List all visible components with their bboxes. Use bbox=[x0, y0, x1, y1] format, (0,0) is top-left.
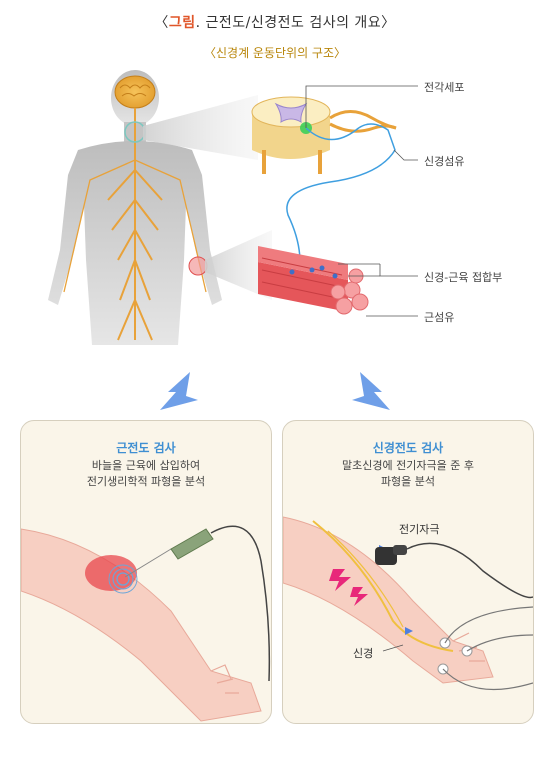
recording-cables bbox=[442, 606, 533, 691]
arrow-down-left-icon bbox=[160, 372, 198, 410]
ncs-panel-line2: 파형을 분석 bbox=[380, 475, 436, 488]
peripheral-nerve bbox=[312, 520, 454, 652]
muscle-fiber-bundle bbox=[258, 246, 369, 315]
title-bracket-open: 〈 bbox=[154, 15, 169, 31]
arrow-down-right-icon bbox=[352, 372, 390, 410]
emg-needle bbox=[124, 548, 172, 578]
nerve-fiber-path bbox=[286, 123, 396, 263]
ncs-panel: 신경전도 검사 말초신경에 전기자극을 준 후 파형을 분석 전기자극 신경 bbox=[282, 420, 534, 724]
label-anterior-horn-cell: 전각세포 bbox=[424, 81, 465, 94]
label-muscle-fiber: 근섬유 bbox=[424, 311, 455, 324]
emg-panel-line2: 전기생리학적 파형을 분석 bbox=[86, 475, 206, 488]
motor-unit-illustration bbox=[48, 70, 418, 410]
lightning-icon bbox=[329, 569, 351, 591]
nerve-label: 신경 bbox=[353, 647, 374, 660]
electrode-cable bbox=[406, 542, 533, 599]
label-nerve-fiber: 신경섬유 bbox=[424, 155, 465, 168]
emg-panel-line1: 바늘을 근육에 삽입하여 bbox=[91, 459, 201, 472]
stimulating-electrode bbox=[375, 545, 407, 565]
hand-fingers bbox=[210, 664, 239, 694]
emg-panel: 근전도 검사 바늘을 근육에 삽입하여 전기생리학적 파형을 분석 bbox=[20, 420, 272, 724]
zoom-cone-spine bbox=[143, 95, 258, 160]
ncs-panel-title: 신경전도 검사 bbox=[372, 441, 444, 455]
brain-icon bbox=[114, 75, 156, 109]
title-accent: 그림 bbox=[168, 15, 196, 31]
ncs-illustration bbox=[283, 516, 533, 691]
figure-title: 〈그림. 근전도/신경전도 검사의 개요〉 bbox=[0, 12, 550, 32]
label-neuromuscular-junction: 신경-근육 접합부 bbox=[424, 271, 503, 284]
label-leader-lines bbox=[305, 85, 418, 317]
muscle-target-area bbox=[85, 555, 137, 591]
forearm-shape bbox=[21, 528, 262, 722]
emg-panel-title: 근전도 검사 bbox=[116, 441, 176, 455]
signal-direction-arrow-2 bbox=[405, 627, 413, 635]
nerve-leader-line bbox=[382, 644, 404, 652]
electrode-cable bbox=[210, 525, 271, 682]
spinal-cord-nerves bbox=[63, 108, 207, 341]
figure-subtitle: 〈신경계 운동단위의 구조〉 bbox=[203, 46, 347, 60]
zoom-cone-muscle bbox=[205, 230, 272, 300]
electrode-label: 전기자극 bbox=[399, 523, 440, 536]
spinal-cord-cross-section bbox=[251, 96, 397, 174]
title-bracket-close: 〉 bbox=[381, 15, 396, 31]
emg-illustration bbox=[21, 525, 271, 722]
signal-rings bbox=[108, 564, 138, 594]
title-text: . 근전도/신경전도 검사의 개요 bbox=[195, 15, 382, 31]
arm-muscle-highlight bbox=[188, 256, 208, 276]
ncs-panel-line1: 말초신경에 전기자극을 준 후 bbox=[342, 459, 474, 472]
needle-handle bbox=[170, 528, 214, 560]
forearm-shape bbox=[283, 516, 494, 684]
lightning-icon bbox=[350, 587, 368, 606]
